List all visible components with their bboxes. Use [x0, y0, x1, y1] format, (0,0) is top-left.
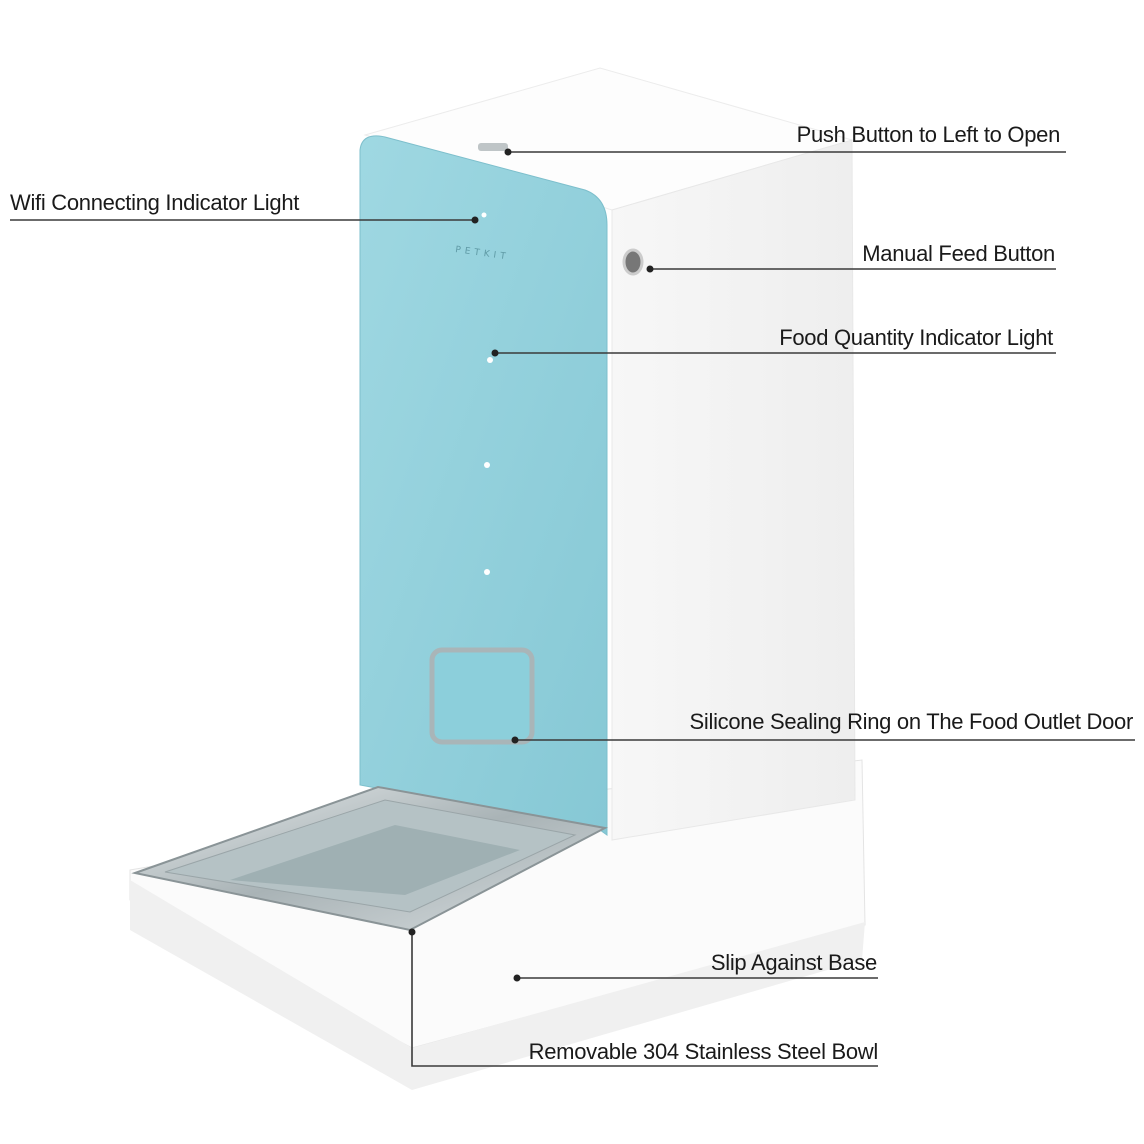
feeder-body: [359, 67, 856, 841]
callout-silicone-sealing-ring: Silicone Sealing Ring on The Food Outlet…: [689, 709, 1134, 734]
push-button-shape: [478, 143, 508, 151]
callout-manual-feed-button: Manual Feed Button: [862, 241, 1055, 266]
callout-dots: [408, 148, 654, 982]
manual-feed-button-shape: [622, 248, 644, 276]
callout-lines: [10, 151, 1135, 1067]
food-outlet-door: [429, 647, 535, 745]
stainless-bowl: [131, 785, 609, 932]
callout-push-button: Push Button to Left to Open: [796, 122, 1061, 147]
callout-slip-against-base: Slip Against Base: [710, 950, 877, 975]
callout-wifi-indicator: Wifi Connecting Indicator Light: [10, 190, 300, 215]
callout-stainless-bowl: Removable 304 Stainless Steel Bowl: [528, 1039, 879, 1064]
callout-food-quantity-indicator: Food Quantity Indicator Light: [779, 325, 1053, 350]
